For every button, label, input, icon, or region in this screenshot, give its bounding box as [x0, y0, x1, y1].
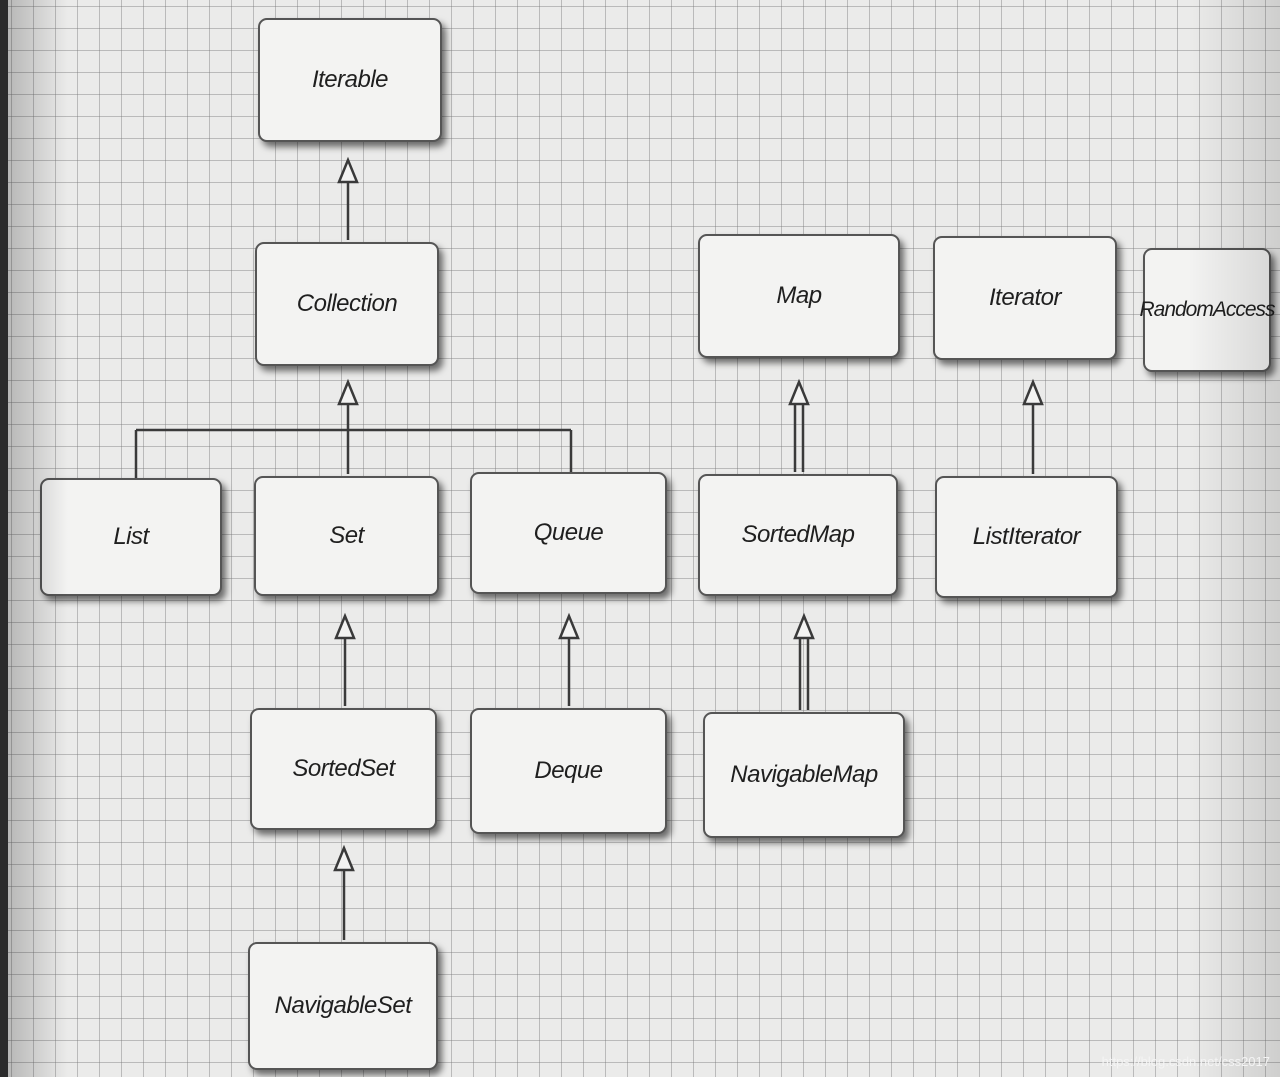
arrowhead-collection: [337, 378, 359, 406]
node-label: Iterator: [988, 284, 1062, 311]
node-navigable-set: NavigableSet: [248, 942, 438, 1070]
node-iterator: Iterator: [933, 236, 1117, 360]
arrowhead-iterable: [337, 156, 359, 184]
node-set: Set: [254, 476, 439, 596]
inheritance-arrows: [134, 156, 1044, 940]
arrowhead-queue: [558, 612, 580, 640]
node-label: List: [113, 523, 149, 550]
node-label: NavigableMap: [730, 761, 878, 788]
node-label: Collection: [296, 290, 398, 317]
arrowhead-sortedset: [333, 844, 355, 872]
node-map: Map: [698, 234, 900, 358]
node-sorted-set: SortedSet: [250, 708, 437, 830]
node-sorted-map: SortedMap: [698, 474, 898, 596]
node-navigable-map: NavigableMap: [703, 712, 905, 838]
watermark-text: https://blog.csdn.net/css2017: [1101, 1054, 1270, 1069]
node-label: Deque: [534, 757, 603, 784]
arrowhead-map: [788, 378, 810, 406]
node-label: SortedSet: [292, 755, 395, 782]
arrowhead-set: [334, 612, 356, 640]
node-label: RandomAccess: [1139, 298, 1275, 321]
node-collection: Collection: [255, 242, 439, 366]
node-label: Iterable: [311, 66, 389, 93]
node-label: Set: [329, 522, 364, 549]
node-label: Queue: [533, 519, 604, 546]
node-deque: Deque: [470, 708, 667, 834]
node-random-access: RandomAccess: [1139, 248, 1276, 372]
node-iterable: Iterable: [258, 18, 442, 142]
node-label: ListIterator: [972, 523, 1081, 550]
node-queue: Queue: [470, 472, 667, 594]
node-label: SortedMap: [741, 521, 855, 548]
node-label: Map: [776, 282, 822, 309]
arrowhead-sortedmap: [793, 612, 815, 640]
arrowhead-iterator: [1022, 378, 1044, 406]
grid-paper-background: Iterable Collection Map Iterator RandomA…: [8, 0, 1280, 1077]
node-label: NavigableSet: [274, 992, 412, 1019]
node-list-iterator: ListIterator: [935, 476, 1118, 598]
node-list: List: [40, 478, 222, 596]
